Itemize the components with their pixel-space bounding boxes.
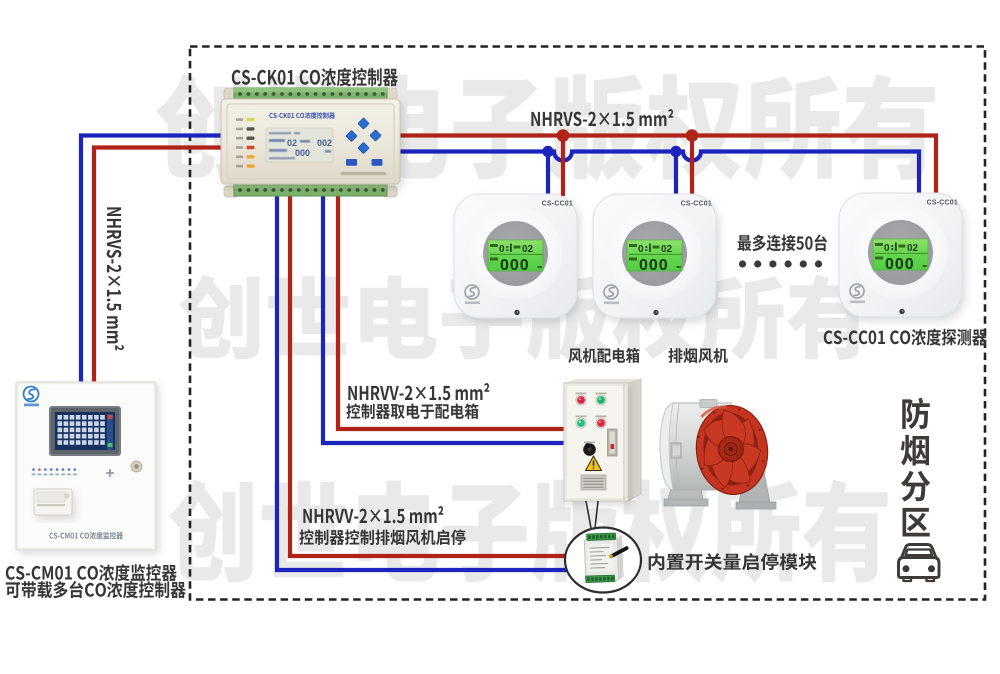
svg-text:02: 02 [522, 244, 534, 255]
svg-text:002: 002 [317, 138, 332, 148]
svg-text:02: 02 [907, 243, 919, 254]
svg-text:0: 0 [884, 243, 890, 254]
svg-text:000: 000 [639, 257, 669, 274]
svg-text:02: 02 [661, 244, 673, 255]
svg-text:02: 02 [287, 138, 297, 148]
svg-text:CS-CC01: CS-CC01 [542, 201, 573, 208]
svg-text:000: 000 [295, 148, 310, 158]
svg-text:0: 0 [499, 244, 505, 255]
svg-text:CS-CC01: CS-CC01 [681, 201, 712, 208]
svg-text:0: 0 [638, 244, 644, 255]
svg-text:000: 000 [500, 257, 530, 274]
svg-text:CS-CC01: CS-CC01 [927, 200, 958, 207]
svg-text:000: 000 [885, 256, 915, 273]
